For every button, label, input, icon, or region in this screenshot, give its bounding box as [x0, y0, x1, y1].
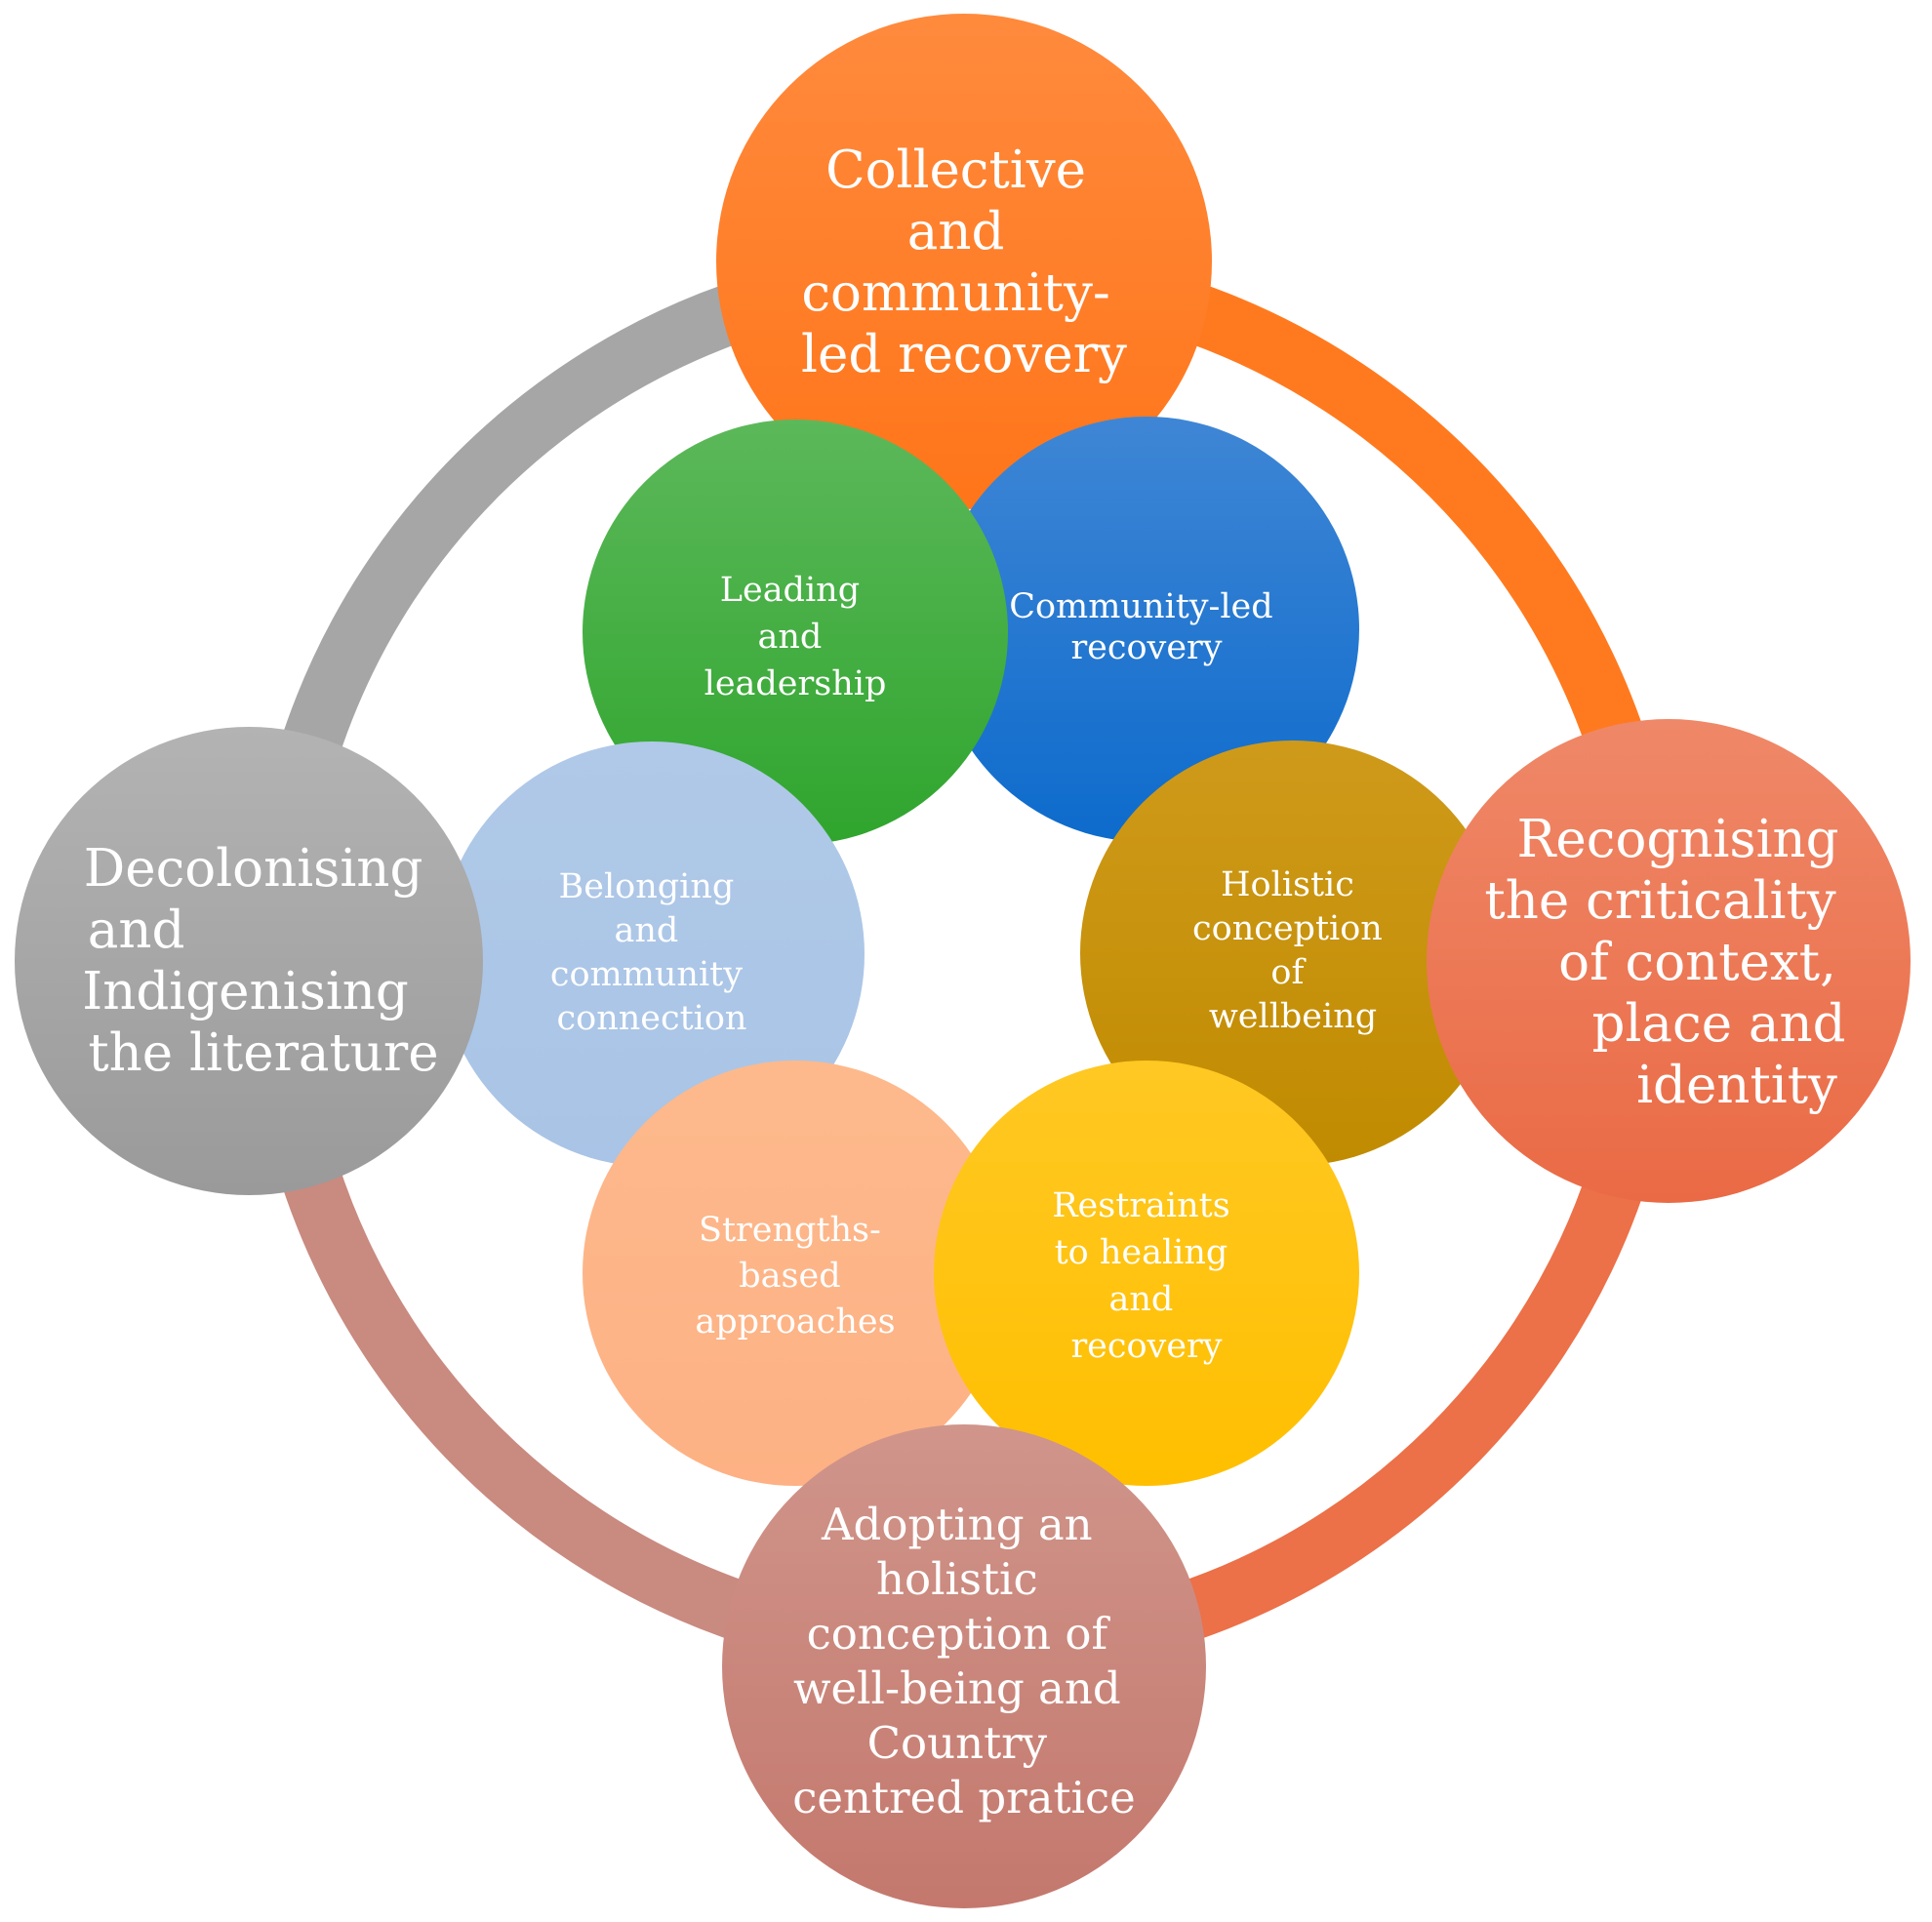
- inner-label-belonging: Belonging and community connection: [550, 867, 753, 1038]
- outer-label-adopting: Adopting an holistic conception of well-…: [792, 1499, 1136, 1823]
- outer-circle-recognising: [1427, 719, 1911, 1203]
- inner-node-strengths: Strengths- based approaches: [583, 1061, 1008, 1486]
- outer-node-recognising: Recognising the criticality of context, …: [1427, 719, 1911, 1203]
- outer-label-decolonising: Decolonising and Indigenising the litera…: [82, 839, 439, 1083]
- inner-circle-holistic: [1080, 741, 1506, 1166]
- outer-label-recognising: Recognising the criticality of context, …: [1484, 810, 1862, 1115]
- outer-node-adopting: Adopting an holistic conception of well-…: [722, 1424, 1206, 1908]
- inner-label-community-led: Community-led recovery: [1009, 587, 1284, 667]
- inner-node-leading: Leading and leadership: [583, 420, 1008, 845]
- inner-circle-belonging: [439, 741, 865, 1167]
- outer-circle-collective: [716, 14, 1212, 509]
- inner-node-community-led: Community-led recovery: [934, 417, 1359, 842]
- inner-circle-strengths: [583, 1061, 1008, 1486]
- inner-node-restraints: Restraints to healing and recovery: [934, 1061, 1359, 1486]
- inner-circle-leading: [583, 420, 1008, 845]
- outer-circle-adopting: [722, 1424, 1206, 1908]
- inner-node-belonging: Belonging and community connection: [439, 741, 865, 1167]
- inner-circle-restraints: [934, 1061, 1359, 1486]
- outer-circle-decolonising: [15, 727, 483, 1195]
- outer-node-decolonising: Decolonising and Indigenising the litera…: [15, 727, 483, 1195]
- outer-label-collective: Collective and community- led recovery: [801, 140, 1127, 384]
- outer-node-collective: Collective and community- led recovery: [716, 14, 1212, 509]
- inner-label-holistic: Holistic conception of wellbeing: [1192, 865, 1393, 1036]
- inner-label-strengths: Strengths- based approaches: [695, 1211, 895, 1341]
- inner-label-leading: Leading and leadership: [704, 571, 887, 703]
- inner-node-holistic: Holistic conception of wellbeing: [1080, 741, 1506, 1166]
- inner-label-restraints: Restraints to healing and recovery: [1052, 1186, 1241, 1366]
- inner-circle-community-led: [934, 417, 1359, 842]
